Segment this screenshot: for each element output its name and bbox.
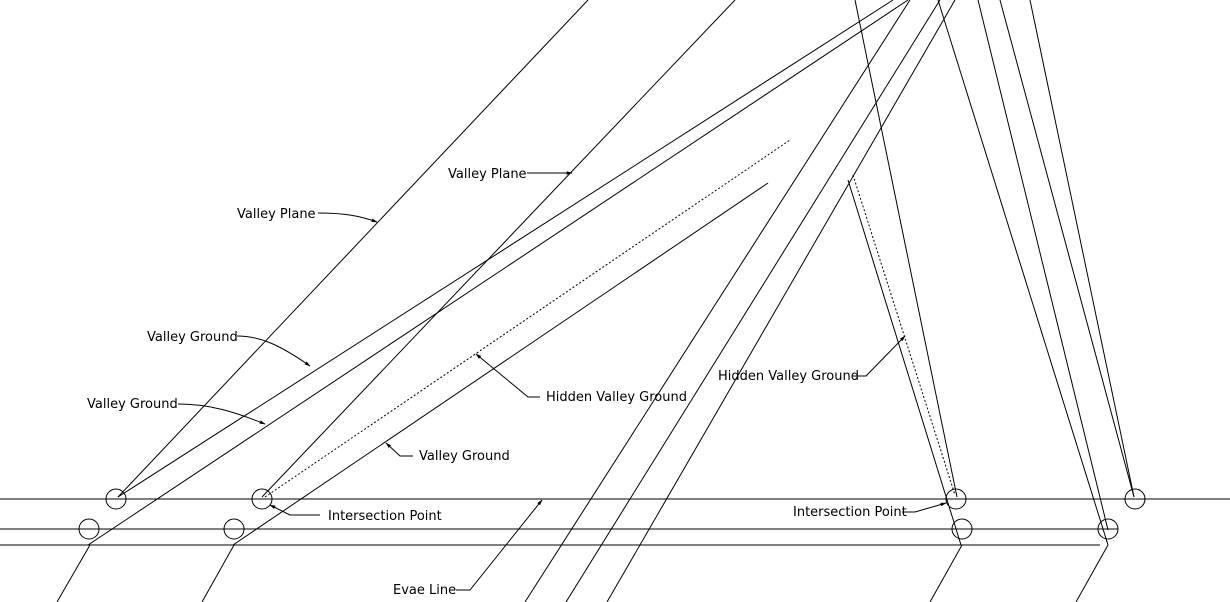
intersection-circle-3 xyxy=(251,488,273,510)
rafter-line-3 xyxy=(606,0,956,602)
right-plane-line-2 xyxy=(977,0,1109,531)
intersection-circle-5 xyxy=(945,488,967,510)
leader-valley-ground-2 xyxy=(177,403,266,425)
right-valley-line-1 xyxy=(854,0,958,498)
intersection-circle-7 xyxy=(1124,488,1146,510)
right-hidden-valley-line xyxy=(852,174,956,496)
label-hidden-valley-ground-1: Hidden Valley Ground xyxy=(546,390,687,405)
leader-evae-line xyxy=(456,499,543,591)
right-foot-line-1 xyxy=(929,544,963,602)
label-valley-ground-2: Valley Ground xyxy=(87,397,178,412)
intersection-circle-1 xyxy=(105,488,127,510)
leader-intersection-point-2 xyxy=(902,502,947,513)
leader-intersection-point-1 xyxy=(269,504,320,516)
right-plane-line-3 xyxy=(999,0,1135,498)
leader-hidden-valley-ground-1 xyxy=(475,353,540,398)
eave-lines xyxy=(0,498,1230,546)
right-plane-line-4 xyxy=(1029,0,1135,498)
intersection-circle-4 xyxy=(223,518,245,540)
intersection-circle-2 xyxy=(78,518,100,540)
leader-hidden-valley-ground-2 xyxy=(852,335,906,377)
label-valley-ground-3: Valley Ground xyxy=(419,449,510,464)
labels: Valley Plane Valley Plane Valley Ground … xyxy=(87,167,907,598)
right-foot-line-2 xyxy=(1075,544,1109,602)
label-intersection-point-2: Intersection Point xyxy=(793,505,907,520)
intersection-circles xyxy=(78,488,1146,540)
valley-plane-line-2 xyxy=(261,0,736,498)
leader-valley-plane-1 xyxy=(317,212,378,223)
label-intersection-point-1: Intersection Point xyxy=(328,509,442,524)
valley-ground-line-inner xyxy=(232,182,769,546)
intersection-circle-8 xyxy=(1097,518,1119,540)
leader-lines xyxy=(177,171,947,591)
left-foot-line-2 xyxy=(201,544,235,602)
rafter-line-1 xyxy=(524,0,911,602)
label-valley-plane-1: Valley Plane xyxy=(237,207,316,222)
central-rafter-lines xyxy=(524,0,956,602)
rafter-line-2 xyxy=(565,0,941,602)
valley-ground-line-lower xyxy=(87,0,909,546)
leader-valley-ground-3 xyxy=(385,442,413,457)
label-hidden-valley-ground-2: Hidden Valley Ground xyxy=(718,369,859,384)
label-evae-line: Evae Line xyxy=(393,583,456,598)
left-roof-lines xyxy=(56,0,909,602)
right-valley-line-2 xyxy=(847,179,962,546)
intersection-circle-6 xyxy=(951,518,973,540)
label-valley-plane-2: Valley Plane xyxy=(448,167,527,182)
valley-ground-line-upper xyxy=(117,0,894,498)
right-plane-line-1 xyxy=(937,0,1109,546)
hidden-valley-ground-line xyxy=(264,139,791,498)
right-roof-lines xyxy=(847,0,1135,602)
left-foot-line-1 xyxy=(56,544,91,602)
valley-plane-line-1 xyxy=(117,0,589,498)
label-valley-ground-1: Valley Ground xyxy=(147,330,238,345)
leader-valley-ground-1 xyxy=(236,335,311,367)
